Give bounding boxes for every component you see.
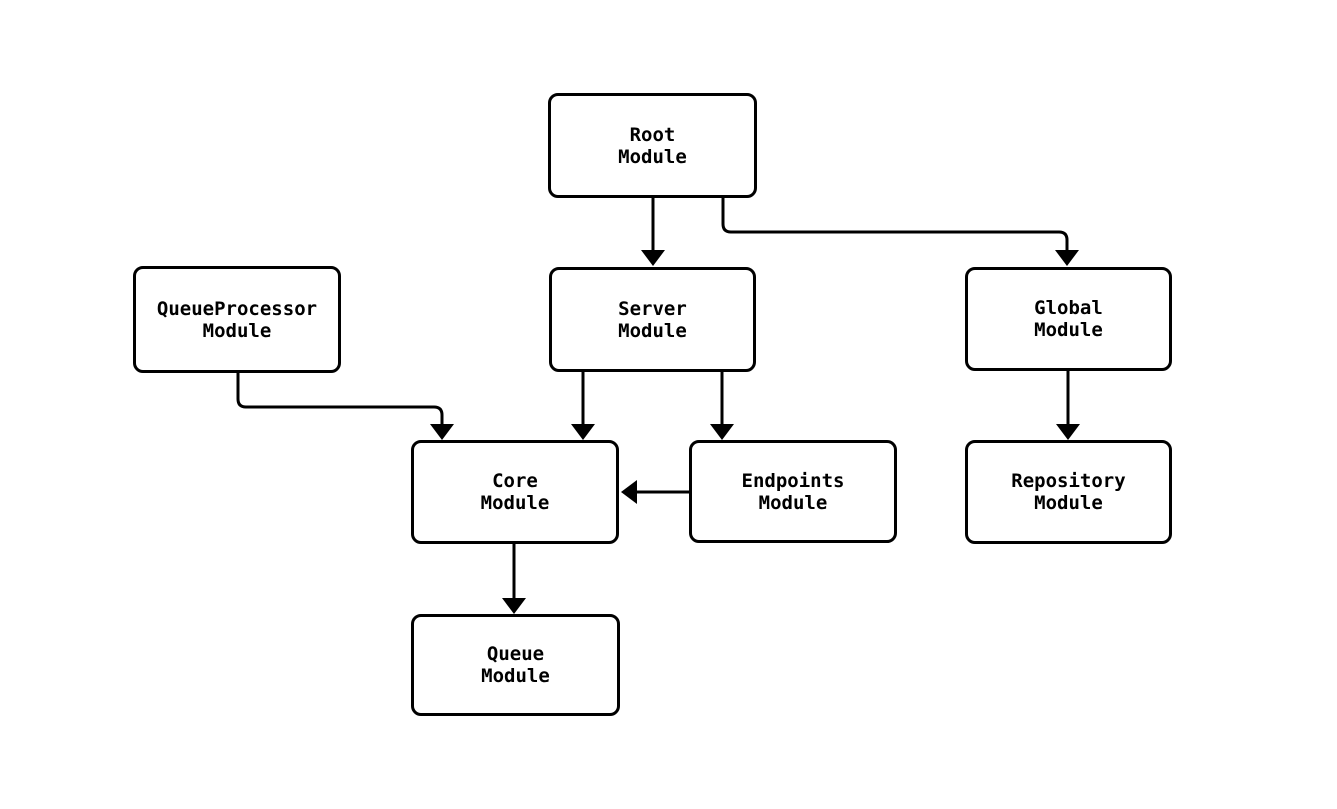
node-repository-module: Repository Module <box>965 440 1172 544</box>
node-server-module: Server Module <box>549 267 756 372</box>
node-core-module-label: Core Module <box>480 470 550 514</box>
node-queueprocessor-module-label: QueueProcessor Module <box>156 297 318 342</box>
node-queue-module: Queue Module <box>411 614 620 716</box>
node-endpoints-module-label: Endpoints Module <box>741 469 845 514</box>
edge-queueprocessor-to-core <box>236 371 454 440</box>
node-endpoints-module: Endpoints Module <box>689 440 897 543</box>
node-repository-module-label: Repository Module <box>1011 470 1126 514</box>
edge-endpoints-to-core <box>621 480 690 504</box>
edge-core-to-queue <box>502 541 526 614</box>
node-global-module-label: Global Module <box>1034 297 1103 341</box>
edge-global-to-repository <box>1056 369 1080 440</box>
edge-root-to-server <box>641 196 665 266</box>
node-queueprocessor-module: QueueProcessor Module <box>133 266 341 373</box>
edge-server-to-endpoints <box>710 370 734 440</box>
node-root-module-label: Root Module <box>618 123 687 168</box>
edge-root-to-global <box>721 196 1079 266</box>
edge-server-to-core <box>571 370 595 440</box>
node-core-module: Core Module <box>411 440 619 544</box>
node-server-module-label: Server Module <box>618 297 687 342</box>
node-queue-module-label: Queue Module <box>481 643 550 687</box>
node-root-module: Root Module <box>548 93 757 198</box>
node-global-module: Global Module <box>965 267 1172 371</box>
